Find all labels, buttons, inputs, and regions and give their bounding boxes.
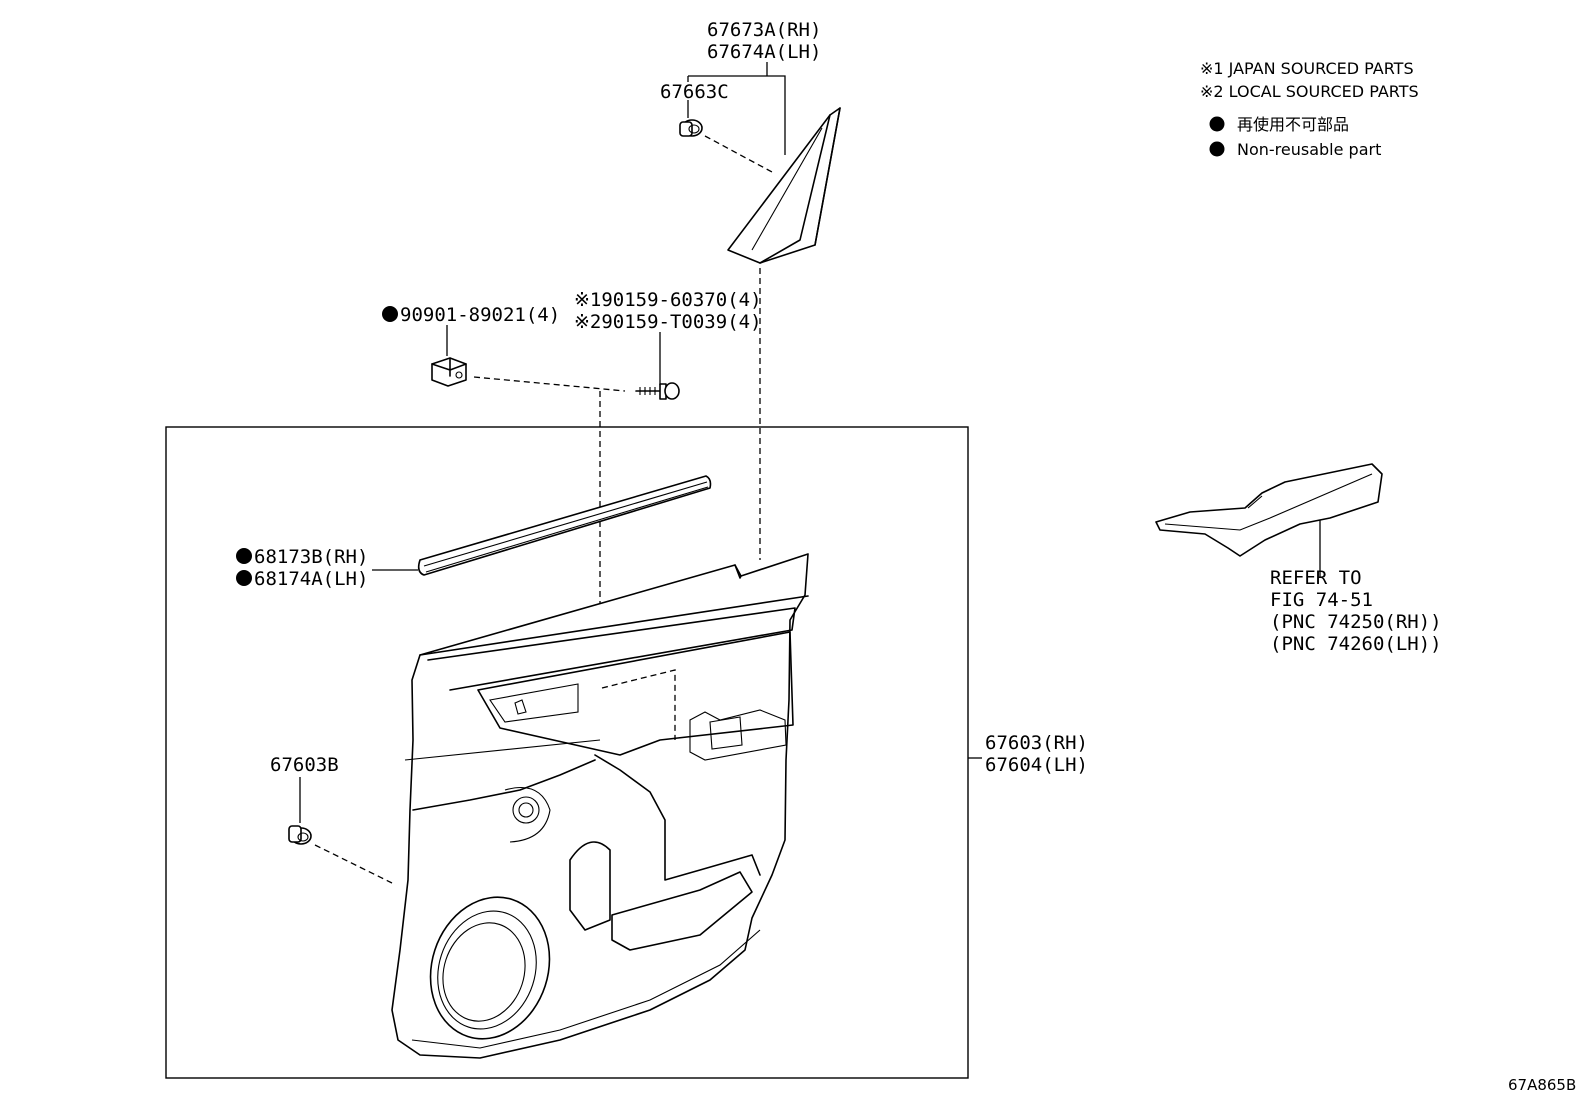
non-reusable-bullet-icon — [236, 570, 252, 586]
label-67674a[interactable]: 67674A(LH) — [707, 41, 821, 63]
non-reusable-bullet-icon — [382, 306, 398, 322]
dashed-guide-line — [473, 376, 626, 392]
label-67673a[interactable]: 67673A(RH) — [707, 19, 821, 41]
dashed-guide-line — [704, 135, 773, 173]
dashed-guide-line — [314, 844, 393, 884]
label-68173b[interactable]: 68173B(RH) — [254, 546, 368, 568]
refer-line-4[interactable]: (PNC 74260(LH)) — [1270, 633, 1442, 655]
clip-90901-part[interactable] — [431, 357, 467, 387]
legend-nonreusable-en: Non-reusable part — [1237, 140, 1381, 159]
refer-line-3[interactable]: (PNC 74250(RH)) — [1270, 611, 1442, 633]
garnish-leader-line — [687, 62, 786, 155]
refer-line-2[interactable]: FIG 74-51 — [1270, 589, 1373, 611]
label-90901[interactable]: 90901-89021(4) — [400, 304, 560, 326]
legend-note-1: ※1 JAPAN SOURCED PARTS — [1200, 59, 1414, 78]
label-68174a[interactable]: 68174A(LH) — [254, 568, 368, 590]
label-screw-2[interactable]: ※290159-T0039(4) — [574, 311, 762, 333]
legend-note-2: ※2 LOCAL SOURCED PARTS — [1200, 82, 1419, 101]
legend: ※1 JAPAN SOURCED PARTS ※2 LOCAL SOURCED … — [1200, 59, 1419, 159]
refer-line-1[interactable]: REFER TO — [1270, 567, 1362, 589]
label-67603[interactable]: 67603(RH) — [985, 732, 1088, 754]
screw-part[interactable] — [635, 382, 680, 400]
label-67663c[interactable]: 67663C — [660, 81, 729, 103]
armrest-part[interactable] — [1155, 463, 1383, 557]
non-reusable-bullet-icon — [236, 548, 252, 564]
label-67604[interactable]: 67604(LH) — [985, 754, 1088, 776]
door-frame-garnish-part[interactable] — [727, 107, 841, 264]
legend-nonreusable-jp: 再使用不可部品 — [1237, 115, 1349, 134]
dashed-guide-line — [601, 669, 676, 740]
door-weatherstrip-part[interactable] — [417, 475, 712, 576]
clip-67603b-part[interactable] — [288, 825, 312, 845]
non-reusable-bullet-icon — [1209, 116, 1225, 132]
diagram-code: 67A865B — [1508, 1076, 1576, 1094]
label-67603b[interactable]: 67603B — [270, 754, 339, 776]
non-reusable-bullet-icon — [1209, 141, 1225, 157]
door-trim-panel-part[interactable] — [391, 553, 809, 1059]
clip-67663c-part[interactable] — [679, 119, 703, 137]
label-screw-1[interactable]: ※190159-60370(4) — [574, 289, 762, 311]
door-panel-assembly-frame — [165, 426, 969, 1079]
